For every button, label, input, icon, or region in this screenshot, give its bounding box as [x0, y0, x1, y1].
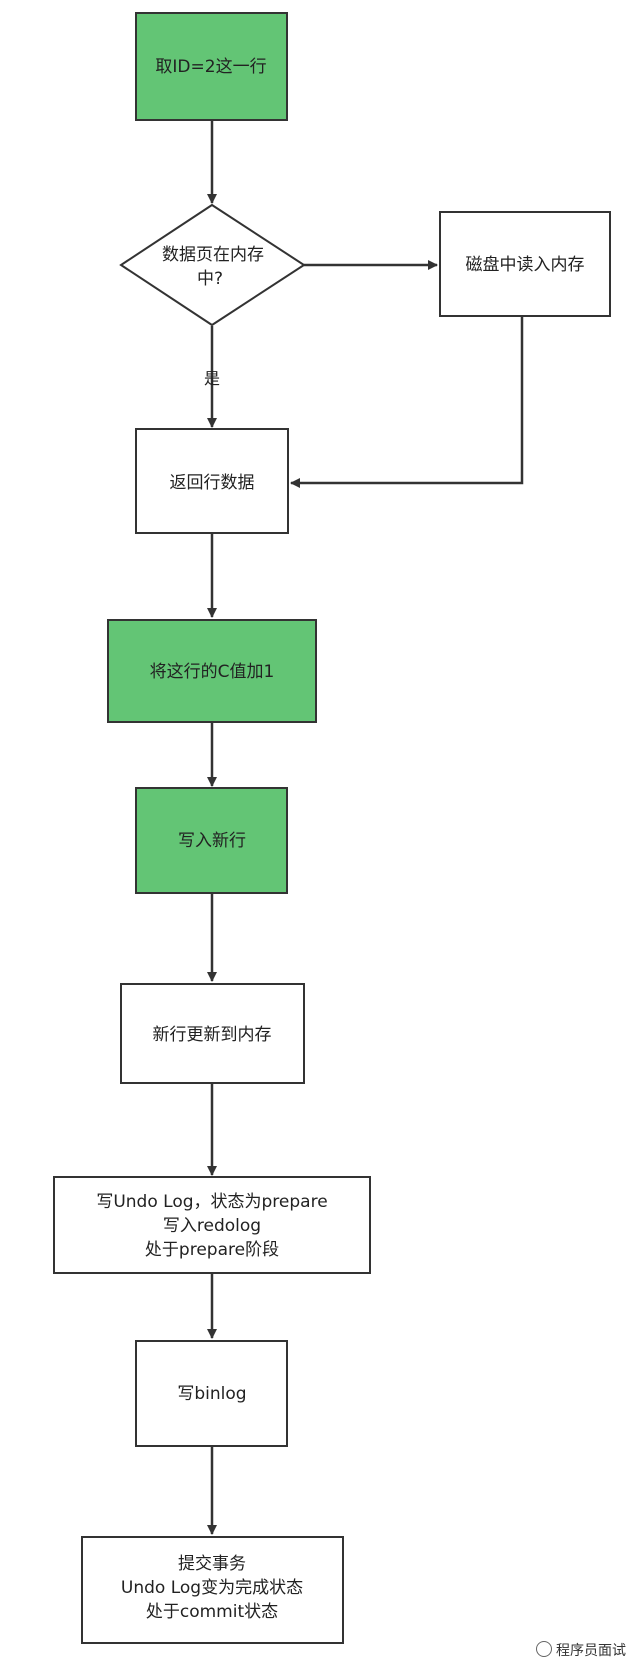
node-update-memory-label: 新行更新到内存 [153, 1025, 272, 1045]
node-update-memory-box [120, 983, 305, 1084]
node-return-row-label: 返回行数据 [170, 473, 255, 493]
node-read-from-disk-box [439, 211, 611, 317]
node-write-binlog: 写binlog [135, 1340, 288, 1447]
node-fetch-row: 取ID=2这一行 [135, 12, 288, 121]
node-commit: 提交事务 Undo Log变为完成状态 处于commit状态 [81, 1536, 344, 1644]
node-update-memory: 新行更新到内存 [120, 983, 305, 1084]
node-write-new-row-label: 写入新行 [178, 831, 246, 851]
node-return-row-box [135, 428, 289, 534]
node-page-in-memory-decision: 数据页在内存 中? [119, 203, 306, 327]
node-write-undo-redo-line-3: 处于prepare阶段 [145, 1240, 279, 1260]
decision-label-line-1: 数据页在内存 [162, 245, 264, 265]
node-write-binlog-label: 写binlog [177, 1384, 246, 1404]
node-write-undo-redo-line-2: 写入redolog [163, 1216, 261, 1236]
node-increment-c: 将这行的C值加1 [107, 619, 317, 723]
wechat-icon [536, 1641, 552, 1657]
node-commit-box [81, 1536, 344, 1644]
node-write-undo-redo: 写Undo Log，状态为prepare 写入redolog 处于prepare… [53, 1176, 371, 1274]
node-write-undo-redo-box [53, 1176, 371, 1274]
node-increment-c-box [107, 619, 317, 723]
node-fetch-row-label: 取ID=2这一行 [155, 57, 266, 77]
edges [207, 120, 524, 1535]
decision-diamond [119, 203, 306, 327]
node-read-from-disk-label: 磁盘中读入内存 [466, 255, 585, 275]
edge-disk-to-return [290, 316, 524, 488]
node-write-new-row-box [135, 787, 288, 894]
node-fetch-row-box [135, 12, 288, 121]
node-write-undo-redo-line-1: 写Undo Log，状态为prepare [96, 1192, 327, 1212]
edge-label-yes: 是 [204, 369, 220, 388]
node-read-from-disk: 磁盘中读入内存 [439, 211, 611, 317]
node-commit-line-1: 提交事务 [178, 1554, 246, 1574]
node-increment-c-label: 将这行的C值加1 [150, 662, 275, 682]
node-commit-line-3: 处于commit状态 [146, 1602, 278, 1622]
watermark: 程序员面试 [536, 1640, 626, 1660]
node-commit-line-2: Undo Log变为完成状态 [121, 1578, 303, 1598]
node-return-row: 返回行数据 [135, 428, 289, 534]
decision-label-line-2: 中? [197, 269, 223, 289]
watermark-text: 程序员面试 [556, 1643, 626, 1659]
node-write-binlog-box [135, 1340, 288, 1447]
node-write-new-row: 写入新行 [135, 787, 288, 894]
